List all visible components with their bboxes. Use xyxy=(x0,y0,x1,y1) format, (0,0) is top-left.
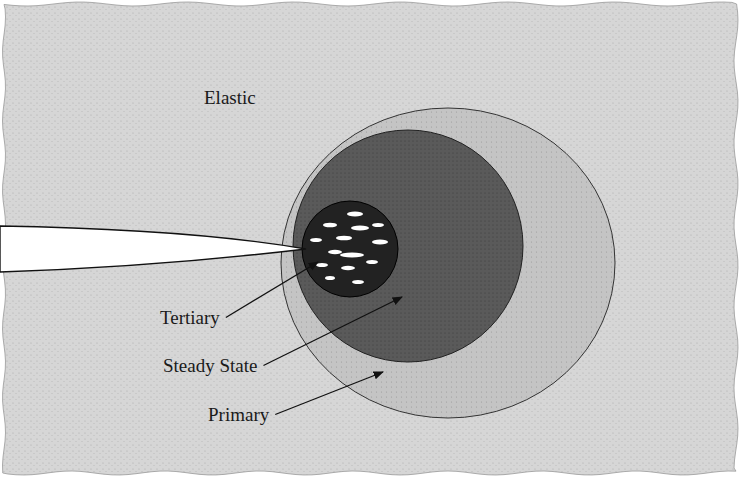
void-cluster xyxy=(310,212,388,285)
zone-label: Elastic xyxy=(204,88,256,107)
zone-label: Primary xyxy=(208,405,269,424)
zone-label: Tertiary xyxy=(160,308,220,327)
leader-arrow xyxy=(275,372,383,415)
crack xyxy=(0,226,306,272)
steady-state-zone xyxy=(293,130,523,362)
tertiary-zone xyxy=(302,201,398,297)
leader-arrow xyxy=(226,262,318,318)
zone-label: Steady State xyxy=(163,356,257,375)
leader-arrow xyxy=(263,297,402,366)
primary-zone xyxy=(281,108,615,418)
